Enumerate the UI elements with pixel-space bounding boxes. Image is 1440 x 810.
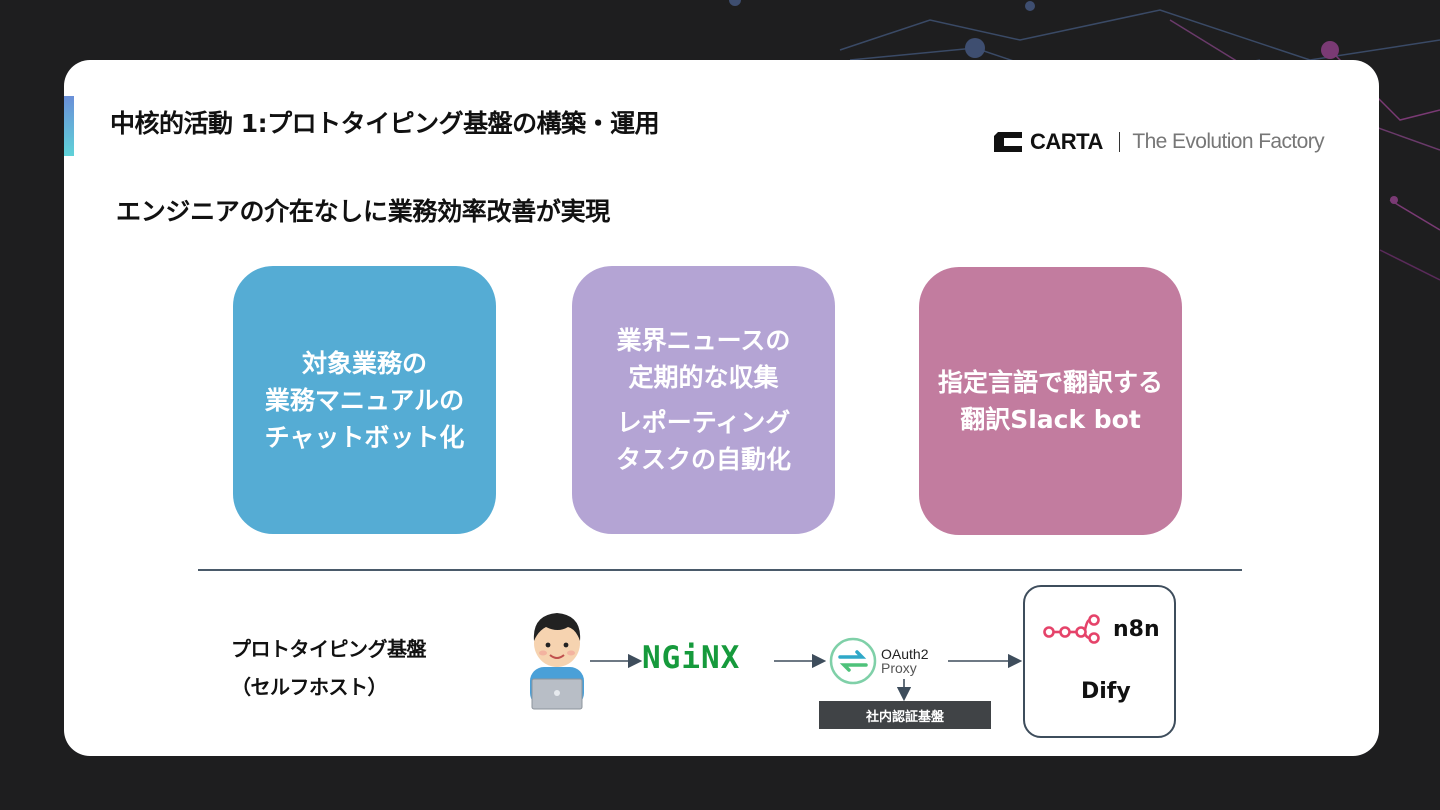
slide: 中核的活動 1:プロトタイピング基盤の構築・運用 CARTA The Evolu…: [64, 60, 1379, 756]
tools-box: n8n Dify: [1023, 585, 1176, 738]
dify-label: Dify: [1081, 679, 1131, 704]
internal-auth-box: 社内認証基盤: [819, 701, 991, 729]
n8n-label: n8n: [1113, 617, 1160, 642]
nginx-logo: NGiNX: [642, 640, 740, 676]
oauth2-proxy-label: OAuth2 Proxy: [881, 647, 928, 675]
oauth-sub: Proxy: [881, 661, 928, 675]
oauth-name: OAuth2: [881, 647, 928, 661]
oauth2-proxy-icon: [828, 636, 878, 686]
n8n-icon: [1043, 614, 1101, 644]
